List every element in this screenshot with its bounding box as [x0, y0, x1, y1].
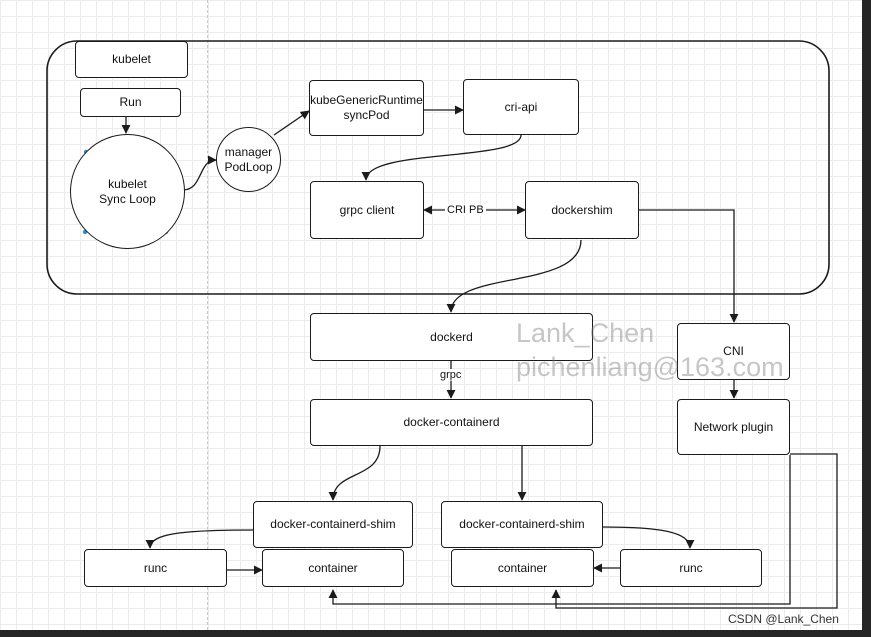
dashed-guide-line: [207, 0, 208, 630]
edge-networkplugin-to-container-right: [551, 453, 838, 609]
docker-containerd-box[interactable]: docker-containerd: [310, 399, 593, 446]
kubelet-box[interactable]: kubelet: [75, 41, 188, 78]
edge-criapi-to-grpcclient: [361, 134, 522, 181]
cni-box[interactable]: CNI: [677, 323, 790, 380]
dockershim-box[interactable]: dockershim: [525, 181, 639, 239]
edge-dockershim-to-dockerd: [446, 239, 582, 313]
sync-loop-circle[interactable]: kubelet Sync Loop: [70, 134, 185, 249]
containerd-shim-right-box[interactable]: docker-containerd-shim: [441, 501, 603, 548]
edge-networkplugin-to-container-left: [328, 455, 791, 605]
manager-podloop-circle[interactable]: manager PodLoop: [216, 127, 281, 192]
runc-left-box[interactable]: runc: [84, 549, 227, 587]
edge-syncloop-to-manager: [182, 155, 217, 191]
grpc-client-box[interactable]: grpc client: [310, 181, 424, 239]
edge-shim-left-to-runc: [145, 529, 254, 549]
edge-shim-right-to-runc: [602, 526, 695, 549]
container-left-box[interactable]: container: [262, 549, 404, 587]
cri-pb-label: CRI PB: [445, 204, 486, 216]
watermark-name: Lank_Chen: [516, 318, 655, 348]
grpc-label: grpc: [438, 369, 464, 381]
cri-api-box[interactable]: cri-api: [463, 79, 579, 135]
containerd-shim-left-box[interactable]: docker-containerd-shim: [253, 501, 413, 548]
edge-dockershim-to-cni: [639, 209, 739, 323]
runc-right-box[interactable]: runc: [620, 549, 762, 587]
window-frame-bottom: [0, 630, 871, 637]
edge-manager-to-runtime: [273, 110, 310, 136]
edge-containerd-to-shim-left: [328, 445, 381, 501]
kubelet-boundary: [46, 40, 830, 295]
watermark-email: pichenliang@163.com: [516, 352, 784, 382]
kube-generic-runtime-box[interactable]: kubeGenericRuntime syncPod: [309, 80, 424, 136]
dockerd-box[interactable]: dockerd: [310, 313, 593, 361]
csdn-credit: CSDN @Lank_Chen: [728, 612, 839, 626]
container-right-box[interactable]: container: [451, 549, 594, 587]
window-frame-right: [862, 0, 871, 637]
network-plugin-box[interactable]: Network plugin: [677, 399, 790, 455]
run-box[interactable]: Run: [80, 88, 181, 117]
